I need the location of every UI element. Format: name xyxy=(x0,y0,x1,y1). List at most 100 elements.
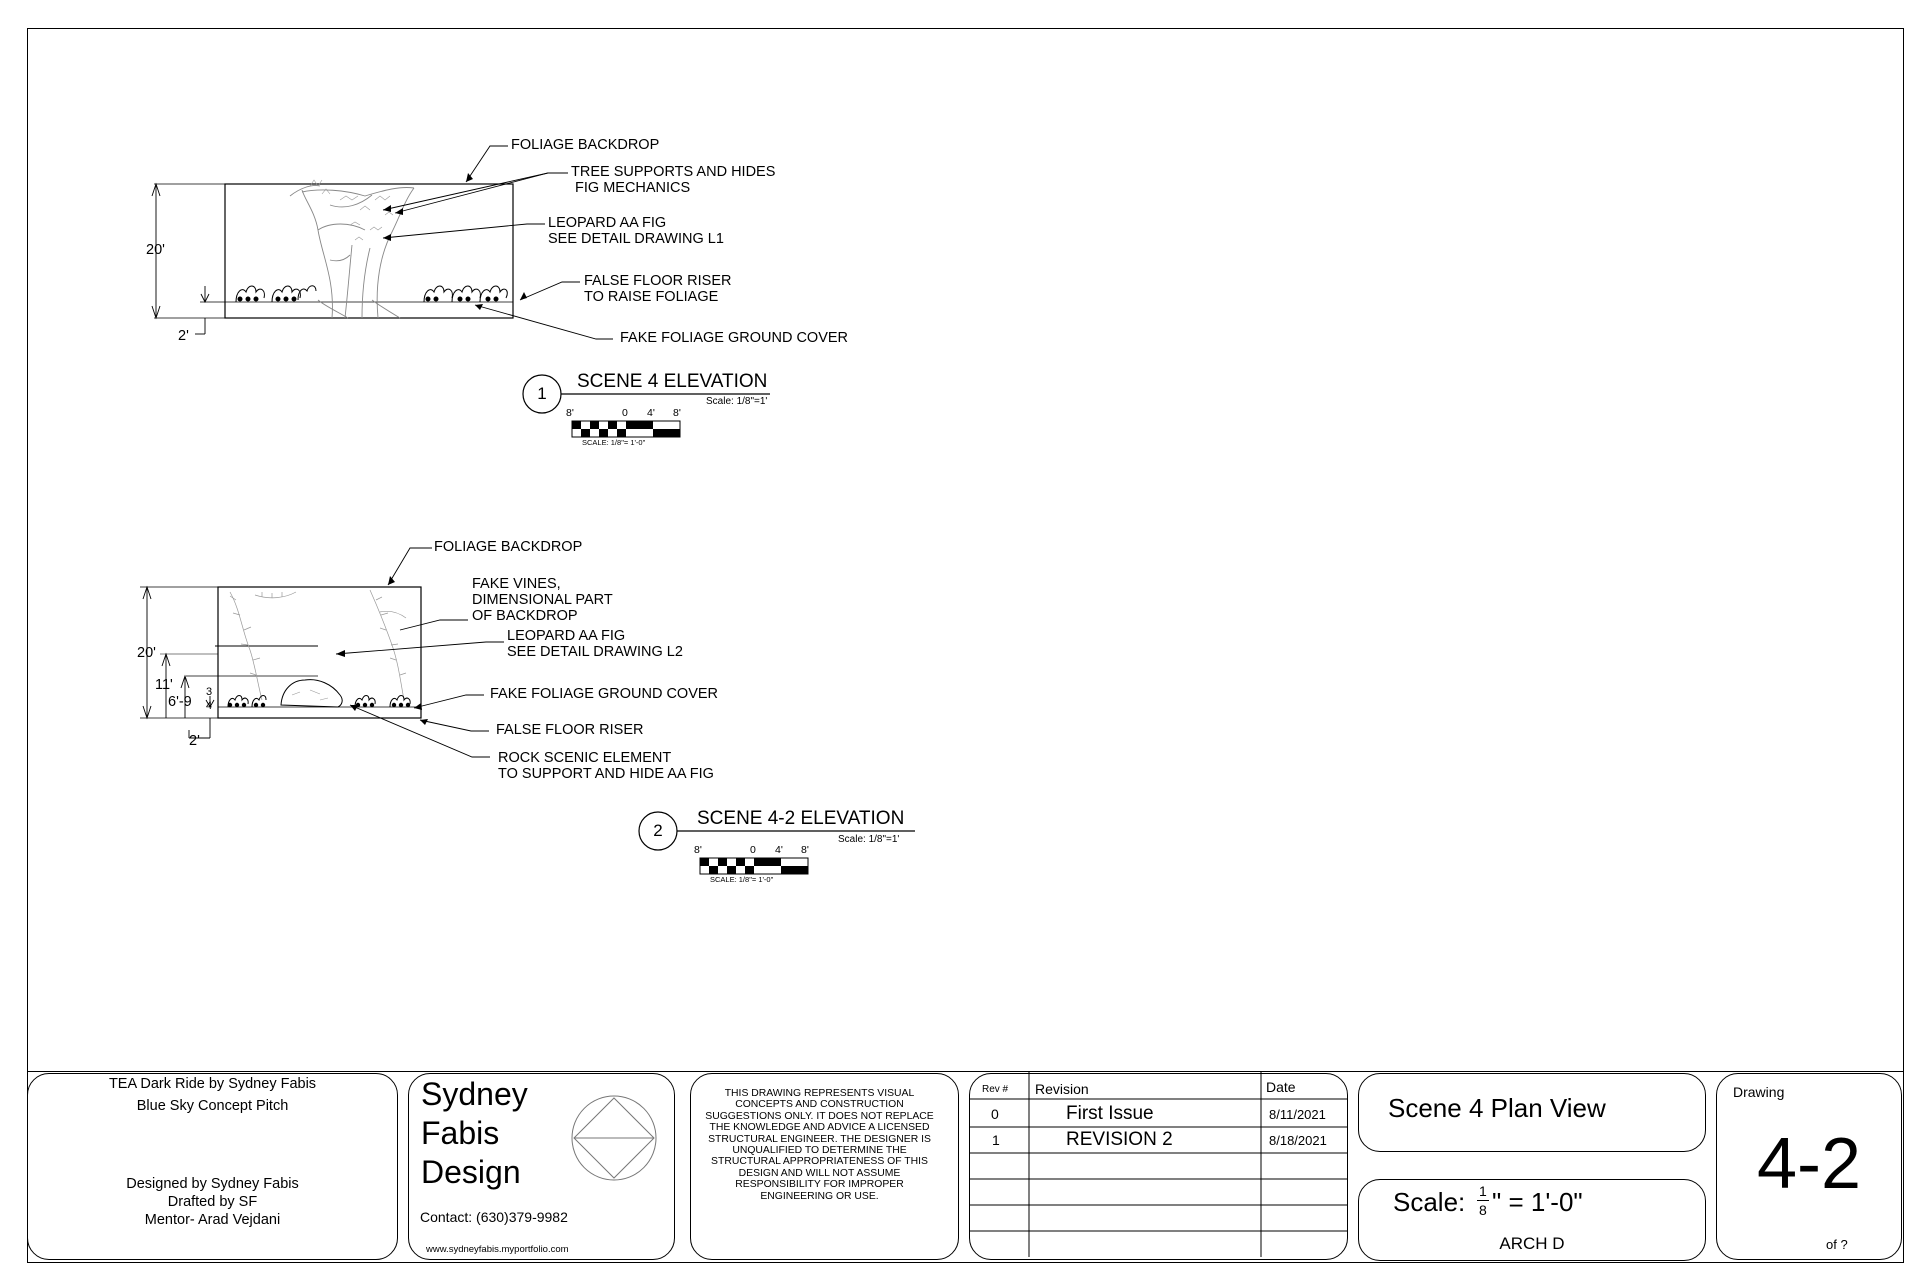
label-tree-supports: TREE SUPPORTS AND HIDES xyxy=(571,164,776,180)
vines-right xyxy=(369,589,407,701)
company-name-line3: Design xyxy=(421,1154,521,1190)
sheet-count: of ? xyxy=(1826,1237,1848,1252)
label2-foliage-backdrop: FOLIAGE BACKDROP xyxy=(434,539,583,555)
label2-fake-vines-2: DIMENSIONAL PART xyxy=(472,592,613,608)
disclaimer-text: THIS DRAWING REPRESENTS VISUAL CONCEPTS … xyxy=(705,1088,934,1202)
drawing-number-panel xyxy=(1716,1073,1902,1260)
elevation-1-number: 1 xyxy=(537,384,547,403)
dim2-height-20ft: 20' xyxy=(137,645,156,661)
ground-cover-left xyxy=(235,285,317,303)
dim2-fraction-numerator: 3 xyxy=(206,686,213,698)
drawing-number: 4-2 xyxy=(1756,1124,1862,1204)
company-website: www.sydneyfabis.myportfolio.com xyxy=(426,1244,569,1255)
rev-row-0-revision: First Issue xyxy=(1066,1103,1154,1124)
dim-riser-2ft: 2' xyxy=(178,328,189,344)
label2-fake-vines: FAKE VINES, xyxy=(472,576,561,592)
sheet-border xyxy=(27,28,1904,1263)
designed-by: Designed by Sydney Fabis xyxy=(126,1176,299,1192)
paper-size: ARCH D xyxy=(1499,1234,1565,1253)
scale-tick-8-right: 8' xyxy=(673,407,681,419)
elevation-2-frame xyxy=(217,586,422,719)
sheet-scale-value: " = 1'-0" xyxy=(1492,1187,1583,1217)
rev-row-0-number: 0 xyxy=(991,1106,999,1122)
disclaimer-panel xyxy=(690,1073,959,1260)
elevation-2-scale-note: Scale: 1/8"=1' xyxy=(838,834,900,845)
mentor: Mentor- Arad Vejdani xyxy=(144,1212,281,1228)
project-name: TEA Dark Ride by Sydney Fabis xyxy=(108,1076,317,1092)
scale-bar-caption: SCALE: 1/8"= 1'-0" xyxy=(582,438,646,447)
scale2-tick-8-left: 8' xyxy=(694,844,702,856)
scale-tick-8-left: 8' xyxy=(566,407,574,419)
rev-header-date: Date xyxy=(1266,1079,1296,1095)
title-block-divider xyxy=(27,1071,1904,1072)
dim-height-20ft: 20' xyxy=(146,242,165,258)
drafted-by: Drafted by SF xyxy=(167,1194,258,1210)
drawing-label: Drawing xyxy=(1733,1084,1785,1100)
label-leopard-fig: LEOPARD AA FIG xyxy=(548,215,667,231)
project-subtitle: Blue Sky Concept Pitch xyxy=(136,1098,289,1114)
revision-panel xyxy=(969,1073,1348,1260)
elevation-2-number: 2 xyxy=(653,821,663,840)
label2-ground-cover: FAKE FOLIAGE GROUND COVER xyxy=(490,686,719,702)
sheet-scale-fraction-bar xyxy=(1477,1200,1489,1201)
label2-rock-element-2: TO SUPPORT AND HIDE AA FIG xyxy=(498,766,714,782)
company-panel xyxy=(408,1073,675,1260)
rev-row-0-date: 8/11/2021 xyxy=(1269,1107,1326,1122)
contact-phone: Contact: (630)379-9982 xyxy=(420,1209,568,1225)
scale-tick-0: 0 xyxy=(622,407,628,419)
label2-fake-vines-3: OF BACKDROP xyxy=(472,608,578,624)
revision-table-grid xyxy=(970,1072,1348,1257)
ground-cover-right xyxy=(423,285,508,303)
company-logo-icon xyxy=(571,1095,657,1181)
dim2-fraction-denominator: 4 xyxy=(206,700,213,712)
rev-row-1-number: 1 xyxy=(992,1132,1000,1148)
rock-scenic-element xyxy=(280,679,343,708)
scale-panel xyxy=(1358,1179,1706,1261)
rev-row-1-revision: REVISION 2 xyxy=(1066,1129,1173,1150)
rev-header-number: Rev # xyxy=(982,1084,1009,1095)
dim2-riser-2ft: 2' xyxy=(189,733,200,749)
elevation-2-leaders xyxy=(335,547,504,758)
label2-rock-element: ROCK SCENIC ELEMENT xyxy=(498,750,672,766)
label2-false-floor-riser: FALSE FLOOR RISER xyxy=(496,722,644,738)
rev-row-1-date: 8/18/2021 xyxy=(1269,1133,1327,1148)
label-tree-supports-2: FIG MECHANICS xyxy=(575,180,691,196)
sheet-scale-denominator: 8 xyxy=(1479,1202,1487,1218)
label-foliage-backdrop: FOLIAGE BACKDROP xyxy=(511,137,660,153)
elevation-1-title: SCENE 4 ELEVATION xyxy=(577,371,768,392)
scale2-bar-caption: SCALE: 1/8"= 1'-0" xyxy=(710,875,774,884)
elevation-1-leaders xyxy=(382,145,613,340)
elevation-1-frame xyxy=(224,183,514,319)
scale2-tick-0: 0 xyxy=(750,844,756,856)
label-leopard-fig-detail: SEE DETAIL DRAWING L1 xyxy=(548,231,724,247)
elevation-1-scale-checker xyxy=(572,421,680,437)
sheet-title: Scene 4 Plan View xyxy=(1388,1093,1606,1123)
elevation-2-scale-checker xyxy=(700,858,808,874)
scale2-tick-8-right: 8' xyxy=(801,844,809,856)
dim2-height-11ft: 11' xyxy=(155,677,173,693)
project-info-panel xyxy=(27,1073,398,1260)
elevation-1-scale-note: Scale: 1/8"=1' xyxy=(706,396,768,407)
elevation-2-title: SCENE 4-2 ELEVATION xyxy=(697,808,905,829)
sheet-scale-label: Scale: xyxy=(1393,1187,1466,1217)
rev-header-revision: Revision xyxy=(1035,1081,1089,1097)
scale-tick-4: 4' xyxy=(647,407,655,419)
scale2-tick-4: 4' xyxy=(775,844,783,856)
dim2-height-6ft-9: 6'-9 xyxy=(168,694,192,710)
tree-canopy-texture xyxy=(309,179,394,241)
ground-cover-2 xyxy=(227,695,411,708)
company-name-line1: Sydney xyxy=(421,1076,528,1112)
label-false-floor-riser: FALSE FLOOR RISER xyxy=(584,273,732,289)
sheet-scale-numerator: 1 xyxy=(1479,1183,1487,1199)
label2-leopard-fig: LEOPARD AA FIG xyxy=(507,628,626,644)
label2-leopard-fig-detail: SEE DETAIL DRAWING L2 xyxy=(507,644,683,660)
label-ground-cover: FAKE FOLIAGE GROUND COVER xyxy=(620,330,849,346)
company-name-line2: Fabis xyxy=(421,1115,500,1151)
tree-sketch xyxy=(289,185,415,319)
label-false-floor-riser-2: TO RAISE FOLIAGE xyxy=(584,289,719,305)
vines-left xyxy=(229,591,297,701)
sheet-title-panel xyxy=(1358,1073,1706,1152)
